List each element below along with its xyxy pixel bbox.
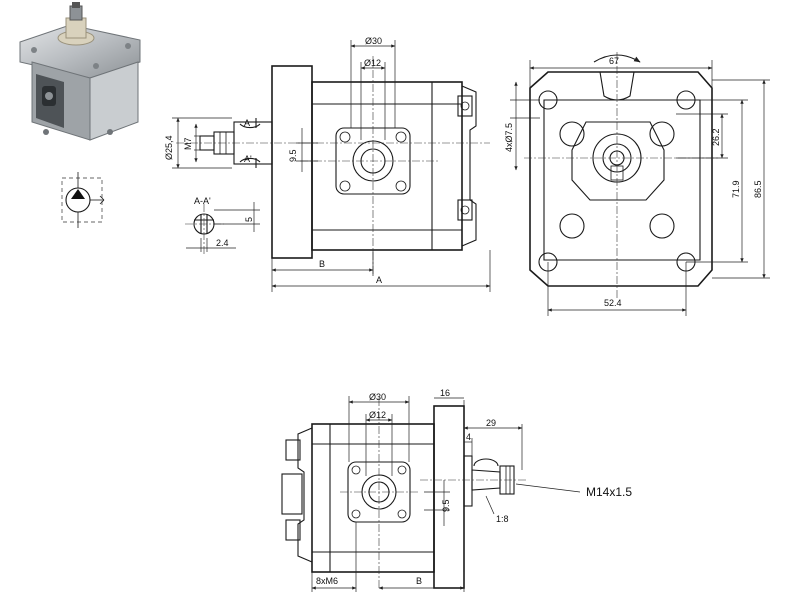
bottom-thread-label: M14x1.5 <box>586 485 632 499</box>
bottom-16-label: 16 <box>440 388 450 398</box>
section-a-a-view: A-A' 5 2.4 <box>185 196 260 254</box>
hydraulic-pump-symbol <box>61 172 105 228</box>
top-d25-label: Ø25,4 <box>164 135 174 160</box>
front-71-9-label: 71.9 <box>731 180 741 198</box>
section-title: A-A' <box>194 196 211 206</box>
top-m7-label: M7 <box>183 137 193 150</box>
front-52-4-label: 52.4 <box>604 298 622 308</box>
bottom-d30-label: Ø30 <box>369 392 386 402</box>
bottom-4-label: 4 <box>466 432 471 442</box>
front-86-5-label: 86.5 <box>753 180 763 198</box>
front-holes-label: 4xØ7.5 <box>504 123 514 152</box>
bottom-d12-label: Ø12 <box>369 410 386 420</box>
top-section-a-prime-label: A' <box>244 154 252 164</box>
front-view: 67 4xØ7.5 26.2 71.9 86.5 52.4 <box>504 52 770 316</box>
top-side-view: Ø30 Ø12 Ø25,4 M7 A A' 9.5 B A <box>164 36 491 292</box>
bottom-side-view: Ø30 Ø12 16 29 4 M14x1.5 1:8 9.5 8xM6 B <box>281 388 632 592</box>
top-a-label: A <box>376 275 382 285</box>
section-2-4-label: 2.4 <box>216 238 229 248</box>
front-67-label: 67 <box>609 56 619 66</box>
bottom-taper-label: 1:8 <box>496 514 509 524</box>
bottom-bolts-label: 8xM6 <box>316 576 338 586</box>
bottom-9-5-label: 9.5 <box>441 499 451 512</box>
bottom-29-label: 29 <box>486 418 496 428</box>
top-d30-label: Ø30 <box>365 36 382 46</box>
top-section-a-label: A <box>244 118 250 128</box>
front-26-2-label: 26.2 <box>711 128 721 146</box>
top-d12-label: Ø12 <box>364 58 381 68</box>
top-b-label: B <box>319 259 325 269</box>
top-9-5-label: 9.5 <box>288 149 298 162</box>
bottom-b-label: B <box>416 576 422 586</box>
section-5-label: 5 <box>244 217 254 222</box>
pump-photo <box>19 2 141 141</box>
